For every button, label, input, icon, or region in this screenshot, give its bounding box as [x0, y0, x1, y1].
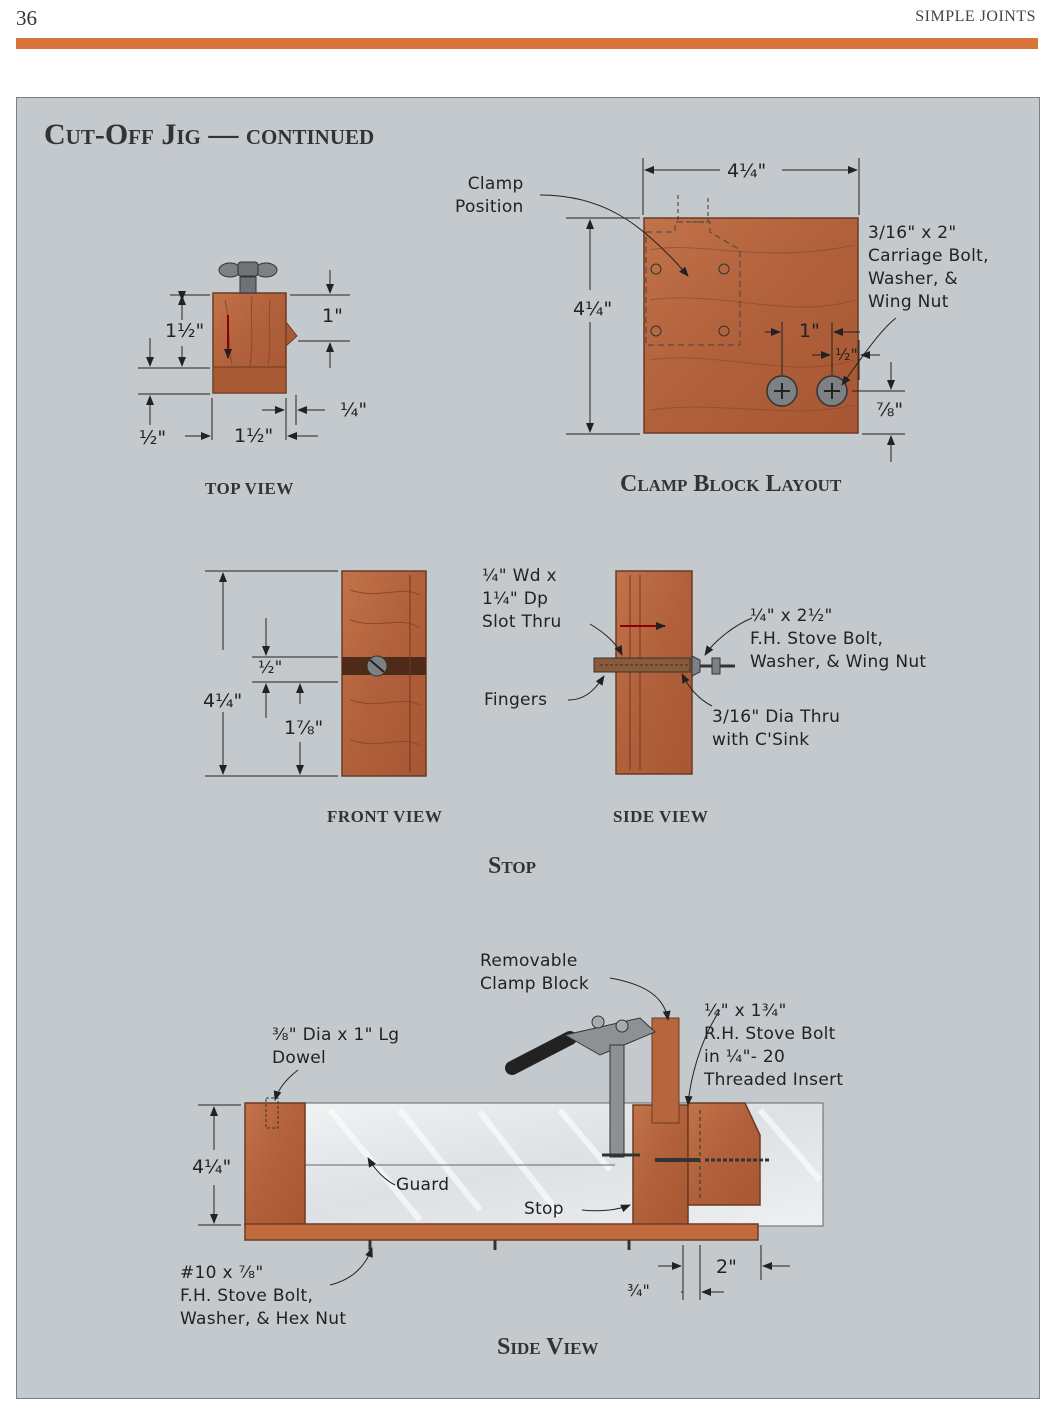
top-view-width-dim: 1½": [234, 425, 274, 447]
clamp-block-caption: Clamp Block Layout: [620, 471, 842, 497]
page-title: Cut-Off Jig — continued: [44, 118, 375, 151]
stop-label: Stop: [524, 1199, 564, 1219]
stop-side-view-drawing: [567, 570, 753, 775]
stop-bolt-label: ¼" x 2½" F.H. Stove Bolt, Washer, & Wing…: [750, 606, 927, 672]
wing-nut-icon: [218, 261, 278, 294]
front-view-caption: FRONT VIEW: [327, 807, 443, 826]
clamp-position-label: Clamp Position: [455, 174, 524, 217]
front-view-one-seven-eighths-dim: 1⅞": [284, 717, 324, 739]
accent-bar: [16, 38, 1038, 49]
clamp-block-one-dim: 1": [799, 320, 820, 342]
side-view-caption: Side View: [497, 1334, 599, 1360]
top-view-offset-dim: 1": [322, 305, 343, 327]
clamp-block-width-dim: 4¼": [727, 160, 767, 182]
guard-label: Guard: [396, 1175, 450, 1195]
dowel-label: ⅜" Dia x 1" Lg Dowel: [272, 1025, 400, 1068]
side-view-height-dim: 4¼": [192, 1156, 232, 1178]
carriage-bolt-icon: [766, 375, 848, 407]
base-bolt-label: #10 x ⅞" F.H. Stove Bolt, Washer, & Hex …: [180, 1263, 347, 1329]
top-view-caption: TOP VIEW: [205, 479, 294, 498]
clamp-block-half-dim: ½": [835, 345, 858, 364]
page-number: 36: [16, 6, 37, 30]
top-view-quarter-dim: ¼": [340, 399, 368, 421]
hex-nut-icon: [368, 1240, 631, 1250]
three-quarters-dim: ¾": [627, 1281, 650, 1300]
front-view-half-dim: ½": [258, 658, 283, 678]
slot-label: ¼" Wd x 1¼" Dp Slot Thru: [482, 566, 562, 632]
side-view-drawing: [198, 977, 824, 1300]
top-view-drawing: [138, 261, 350, 440]
front-view-height-dim: 4¼": [203, 690, 243, 712]
top-view-half-dim: ½": [139, 427, 167, 449]
stop-caption: Stop: [488, 853, 536, 879]
clamp-block-seven-eighths-dim: ⅞": [876, 399, 904, 421]
rh-stove-bolt-label: ¼" x 1¾" R.H. Stove Bolt in ¼"- 20 Threa…: [704, 1001, 844, 1090]
clamp-block-drawing: [539, 158, 905, 462]
top-view-height-dim: 1½": [165, 320, 205, 342]
fingers-label: Fingers: [484, 690, 548, 710]
stop-side-view-caption: SIDE VIEW: [613, 807, 709, 826]
toggle-clamp-icon: [505, 1015, 656, 1158]
carriage-bolt-label: 3/16" x 2" Carriage Bolt, Washer, & Wing…: [868, 223, 989, 312]
front-view-drawing: [205, 570, 427, 777]
stop-hole-label: 3/16" Dia Thru with C'Sink: [712, 707, 841, 750]
stove-bolt-icon: [366, 655, 388, 677]
removable-clamp-block-label: Removable Clamp Block: [480, 951, 590, 994]
two-inch-dim: 2": [716, 1256, 737, 1278]
clamp-block-height-dim: 4¼": [573, 298, 613, 320]
running-head: SIMPLE JOINTS: [915, 8, 1036, 25]
